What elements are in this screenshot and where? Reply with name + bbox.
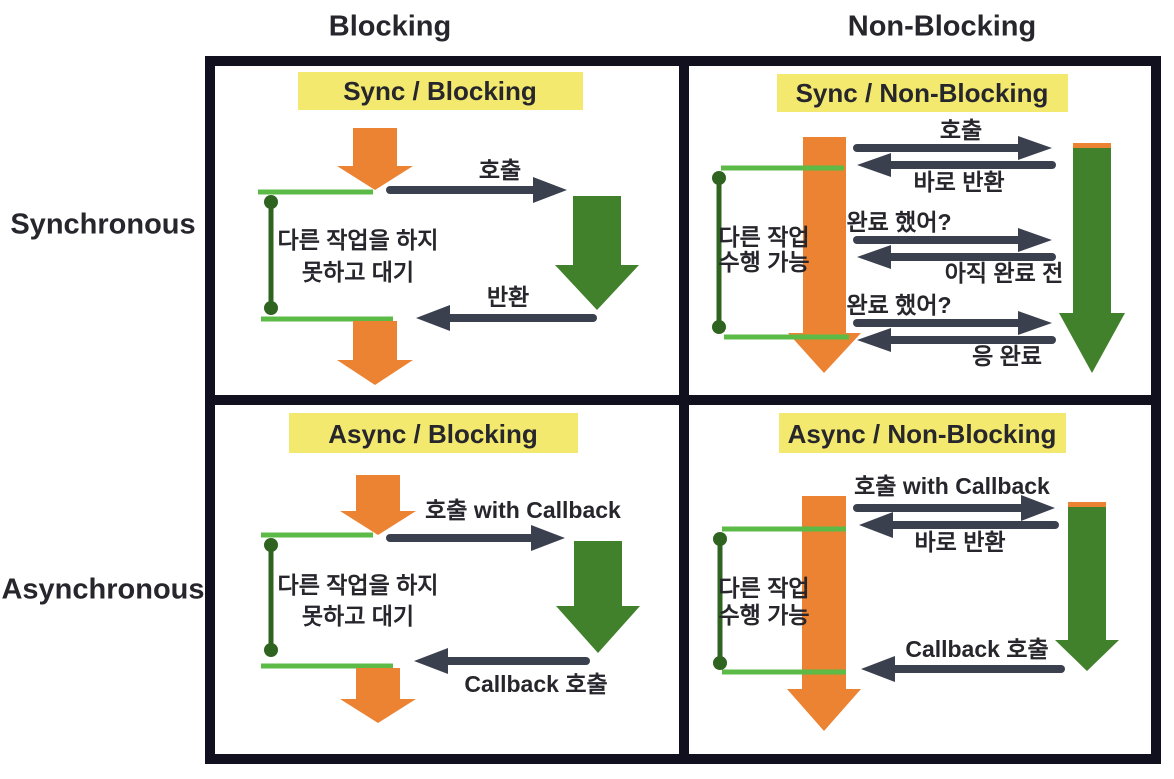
call-arrow <box>853 136 1052 160</box>
note-line-1: 다른 작업을 하지 <box>278 227 439 253</box>
poll-2-reply-label: 응 완료 <box>972 343 1042 369</box>
note-line-1: 다른 작업 <box>718 224 809 250</box>
call-label: 호출 <box>940 117 982 143</box>
caller-flow-arrow-bottom <box>340 668 416 723</box>
call-arrow <box>386 525 565 551</box>
call-label: 호출 with Callback <box>854 473 1050 499</box>
work-span-bracket <box>713 532 727 670</box>
caller-flow-arrow-top <box>337 128 413 190</box>
note-line-1: 다른 작업 <box>718 575 809 601</box>
call-label: 호출 <box>479 157 521 183</box>
quadrant-title: Async / Non-Blocking <box>788 419 1057 449</box>
caller-flow-arrow <box>788 137 861 373</box>
callee-flow-arrow <box>1055 507 1119 671</box>
poll-1-arrow <box>853 228 1052 252</box>
return-arrow <box>416 305 597 331</box>
column-header-blocking: Blocking <box>328 10 452 43</box>
title-banner <box>777 74 1068 112</box>
poll-2-arrow <box>853 311 1052 335</box>
waiting-span-bracket <box>264 195 278 315</box>
callee-flow-arrow <box>555 196 639 310</box>
poll-2-label: 완료 했어? <box>846 292 951 318</box>
vertical-divider <box>679 66 689 754</box>
callee-arrow-cap <box>1068 502 1106 508</box>
quadrant-sync-blocking: Sync / Blocking 다른 작업을 하지 못하고 대기 호출 반환 <box>258 72 639 385</box>
call-arrow <box>386 177 567 203</box>
quadrant-title: Sync / Blocking <box>343 76 537 106</box>
poll-1-reply-label: 아직 완료 전 <box>945 260 1064 286</box>
immediate-return-label: 바로 반환 <box>914 529 1005 555</box>
immediate-return-arrow <box>857 153 1056 177</box>
callback-return-label: Callback 호출 <box>905 636 1048 662</box>
poll-1-reply-arrow <box>857 245 1056 269</box>
quadrant-sync-non-blocking: Sync / Non-Blocking 다른 작업 수행 가능 호출 바로 반환… <box>712 74 1125 373</box>
waiting-span-bracket <box>264 538 278 657</box>
caller-flow-arrow-top <box>340 475 416 535</box>
row-header-asynchronous: Asynchronous <box>1 573 205 606</box>
call-arrow <box>853 495 1055 521</box>
callback-return-arrow <box>861 656 1065 682</box>
call-label: 호출 with Callback <box>425 497 621 523</box>
callee-arrow-cap <box>1073 143 1111 149</box>
callee-flow-arrow <box>1059 148 1125 373</box>
title-banner <box>298 72 583 110</box>
title-banner <box>779 413 1066 453</box>
title-banner <box>289 413 578 453</box>
callback-return-arrow <box>414 648 590 674</box>
callback-return-label: Callback 호출 <box>464 671 607 697</box>
quadrant-async-blocking: Async / Blocking 다른 작업을 하지 못하고 대기 호출 wit… <box>261 413 640 723</box>
caller-flow-arrow-bottom <box>337 321 413 385</box>
quadrant-title: Async / Blocking <box>328 419 538 449</box>
callee-flow-arrow <box>556 541 640 653</box>
quadrant-async-non-blocking: Async / Non-Blocking 다른 작업 수행 가능 호출 with… <box>713 413 1119 731</box>
row-header-synchronous: Synchronous <box>10 208 196 241</box>
note-line-1: 다른 작업을 하지 <box>278 572 439 598</box>
column-header-non-blocking: Non-Blocking <box>847 10 1037 43</box>
note-line-2: 수행 가능 <box>718 249 809 275</box>
quadrant-title: Sync / Non-Blocking <box>796 78 1049 108</box>
immediate-return-label: 바로 반환 <box>913 169 1004 195</box>
note-line-2: 못하고 대기 <box>302 259 414 285</box>
work-span-bracket <box>712 171 726 334</box>
note-line-2: 수행 가능 <box>718 602 809 628</box>
immediate-return-arrow <box>859 512 1059 538</box>
return-label: 반환 <box>487 284 529 310</box>
poll-2-reply-arrow <box>857 328 1056 352</box>
poll-1-label: 완료 했어? <box>846 209 951 235</box>
note-line-2: 못하고 대기 <box>302 603 414 629</box>
horizontal-divider <box>215 395 1151 405</box>
